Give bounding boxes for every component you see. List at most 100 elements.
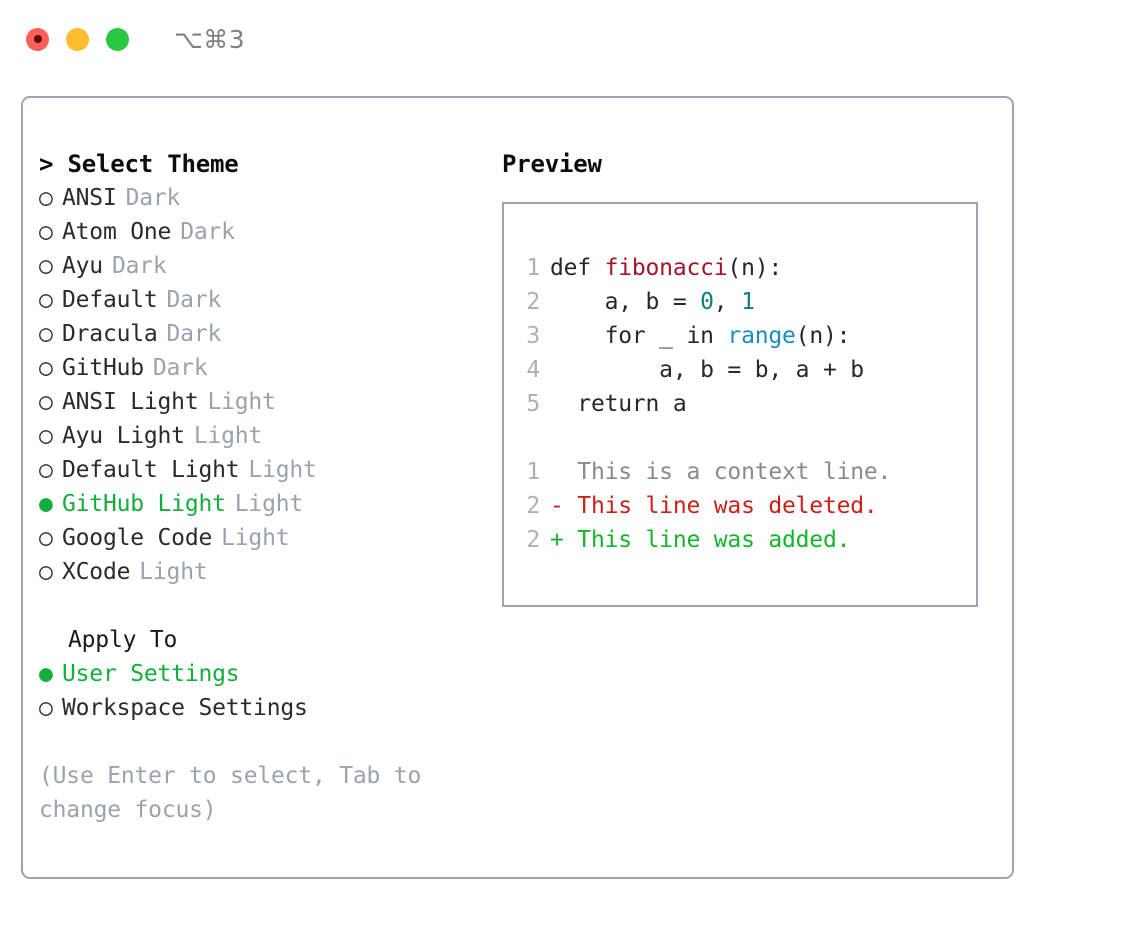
code-line: 1 def fibonacci(n):: [504, 251, 976, 285]
preview-box: 1 def fibonacci(n): 2 a, b = 0, 1 3 for …: [502, 202, 978, 607]
theme-name: Atom One: [62, 219, 172, 245]
preview-column: Preview 1 def fibonacci(n): 2 a, b = 0, …: [502, 147, 982, 607]
theme-variant-badge: Dark: [125, 185, 181, 211]
radio-selected-icon: ●: [39, 491, 53, 517]
code-line: 4 a, b = b, a + b: [504, 353, 976, 387]
theme-variant-badge: Dark: [111, 253, 167, 279]
apply-to-option-workspace-settings[interactable]: ○ Workspace Settings: [39, 691, 489, 725]
radio-unselected-icon: ○: [39, 559, 53, 585]
theme-variant-badge: Light: [207, 389, 276, 415]
theme-name: GitHub: [62, 355, 144, 381]
apply-to-heading: Apply To: [68, 627, 178, 653]
apply-to-option-user-settings[interactable]: ● User Settings: [39, 657, 489, 691]
code-content: return a: [550, 391, 687, 417]
radio-unselected-icon: ○: [39, 253, 53, 279]
diff-marker: +: [550, 527, 578, 553]
keyboard-shortcut-label: ⌥⌘3: [174, 24, 246, 54]
theme-option-default[interactable]: ○ Default Dark: [39, 283, 489, 317]
code-content: def fibonacci(n):: [550, 255, 783, 281]
diff-marker: [550, 455, 577, 489]
theme-variant-badge: Light: [139, 559, 208, 585]
radio-unselected-icon: ○: [39, 389, 53, 415]
radio-unselected-icon: ○: [39, 423, 53, 449]
token-number: 0: [700, 289, 714, 315]
theme-name: Ayu Light: [62, 423, 185, 449]
theme-variant-badge: Dark: [152, 355, 208, 381]
diff-text: This line was added.: [577, 527, 851, 553]
preview-heading: Preview: [502, 150, 602, 178]
diff-text: This line was deleted.: [577, 493, 878, 519]
radio-unselected-icon: ○: [39, 287, 53, 313]
token-builtin: range: [727, 323, 796, 349]
keyboard-hint-text: (Use Enter to select, Tab to change focu…: [39, 763, 422, 823]
select-theme-heading: > Select Theme: [39, 150, 239, 178]
line-number: 5: [526, 391, 540, 417]
theme-name: Ayu: [62, 253, 103, 279]
diff-text: This is a context line.: [577, 459, 892, 485]
close-window-button[interactable]: [26, 27, 49, 51]
radio-unselected-icon: ○: [39, 185, 53, 211]
code-content: for _ in range(n):: [550, 323, 851, 349]
preview-gap: [504, 421, 976, 455]
minimize-window-button[interactable]: [66, 27, 89, 51]
theme-option-google-code[interactable]: ○ Google Code Light: [39, 521, 489, 555]
theme-option-dracula[interactable]: ○ Dracula Dark: [39, 317, 489, 351]
radio-unselected-icon: ○: [39, 695, 53, 721]
apply-to-label: Workspace Settings: [62, 695, 308, 721]
theme-name: ANSI Light: [62, 389, 199, 415]
theme-variant-badge: Light: [248, 457, 317, 483]
theme-variant-badge: Light: [221, 525, 290, 551]
theme-name: XCode: [62, 559, 131, 585]
theme-name: GitHub Light: [62, 491, 226, 517]
theme-variant-badge: Dark: [180, 219, 235, 245]
diff-line-deleted: 2 - This line was deleted.: [504, 489, 976, 523]
apply-to-options: ● User Settings ○ Workspace Settings: [39, 657, 489, 725]
radio-unselected-icon: ○: [39, 355, 53, 381]
theme-option-github[interactable]: ○ GitHub Dark: [39, 351, 489, 385]
radio-unselected-icon: ○: [39, 219, 53, 245]
line-number: 2: [526, 527, 540, 553]
titlebar: ⌥⌘3: [0, 0, 1140, 78]
diff-sample: 1 This is a context line. 2 - This line …: [504, 455, 976, 557]
theme-picker-column: > Select Theme ○ ANSI Dark ○ Atom One Da…: [39, 147, 489, 827]
code-sample: 1 def fibonacci(n): 2 a, b = 0, 1 3 for …: [504, 251, 976, 421]
theme-option-ansi[interactable]: ○ ANSI Dark: [39, 181, 489, 215]
diff-marker: -: [550, 493, 578, 519]
theme-variant-badge: Dark: [166, 287, 222, 313]
radio-unselected-icon: ○: [39, 457, 53, 483]
theme-name: Default Light: [62, 457, 240, 483]
theme-option-default-light[interactable]: ○ Default Light Light: [39, 453, 489, 487]
theme-name: Default: [62, 287, 158, 313]
theme-name: Google Code: [62, 525, 213, 551]
theme-option-xcode[interactable]: ○ XCode Light: [39, 555, 489, 589]
radio-selected-icon: ●: [39, 661, 53, 687]
theme-option-github-light[interactable]: ● GitHub Light Light: [39, 487, 489, 521]
maximize-window-button[interactable]: [106, 27, 129, 51]
radio-unselected-icon: ○: [39, 525, 53, 551]
line-number: 3: [526, 323, 540, 349]
code-line: 5 return a: [504, 387, 976, 421]
theme-option-ayu[interactable]: ○ Ayu Dark: [39, 249, 489, 283]
token-number: 1: [741, 289, 755, 315]
list-spacer: [39, 589, 489, 623]
code-line: 3 for _ in range(n):: [504, 319, 976, 353]
theme-option-ayu-light[interactable]: ○ Ayu Light Light: [39, 419, 489, 453]
theme-name: Dracula: [62, 321, 158, 347]
theme-list: ○ ANSI Dark ○ Atom One Dark ○ Ayu Dark: [39, 181, 489, 589]
line-number: 2: [526, 289, 540, 315]
theme-option-atom-one[interactable]: ○ Atom One Dark: [39, 215, 489, 249]
code-content: a, b = 0, 1: [550, 289, 755, 315]
theme-name: ANSI: [62, 185, 117, 211]
radio-unselected-icon: ○: [39, 321, 53, 347]
diff-line-context: 1 This is a context line.: [504, 455, 976, 489]
code-content: a, b = b, a + b: [550, 357, 864, 383]
code-line: 2 a, b = 0, 1: [504, 285, 976, 319]
theme-option-ansi-light[interactable]: ○ ANSI Light Light: [39, 385, 489, 419]
apply-to-label: User Settings: [62, 661, 240, 687]
line-number: 4: [526, 357, 540, 383]
window-controls: [26, 27, 129, 51]
theme-variant-badge: Dark: [166, 321, 222, 347]
diff-line-added: 2 + This line was added.: [504, 523, 976, 557]
token-function: fibonacci: [604, 255, 728, 281]
